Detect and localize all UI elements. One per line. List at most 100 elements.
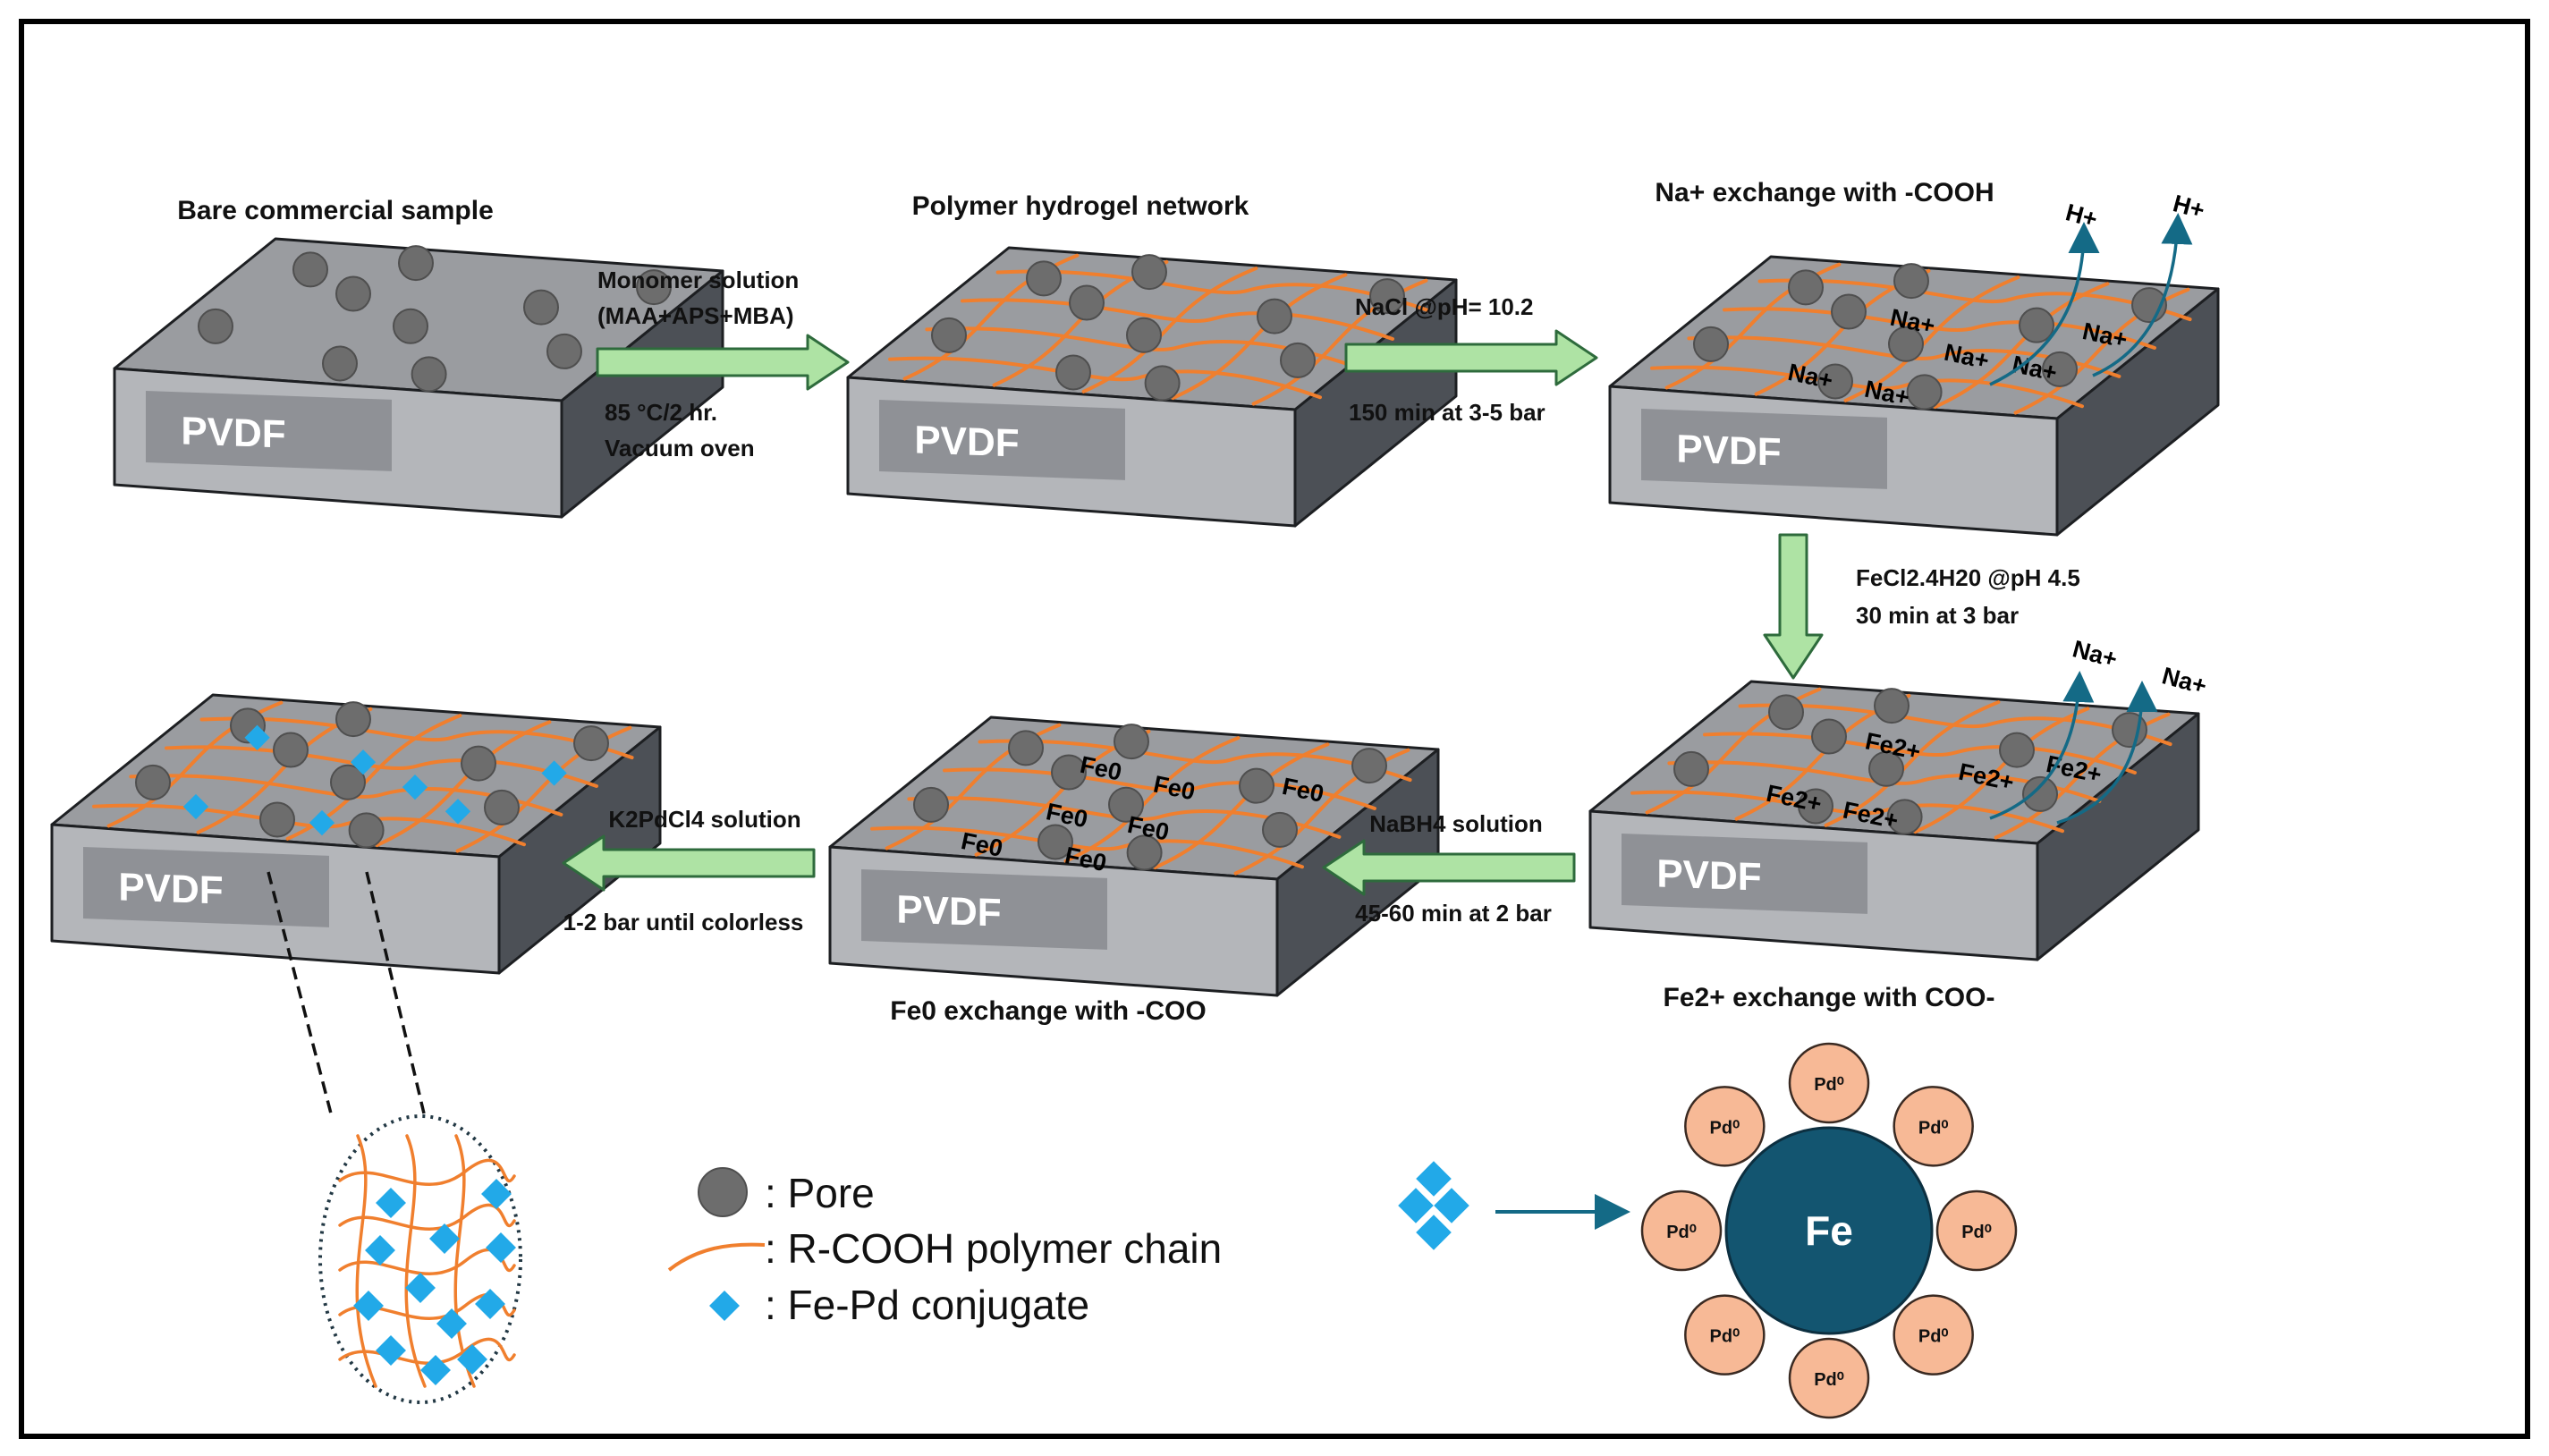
legend-conjugate-label: : Fe-Pd conjugate bbox=[765, 1282, 1089, 1328]
pore-1 bbox=[913, 786, 949, 823]
polymer-chain-2 bbox=[907, 796, 1342, 839]
step5-block-arrow bbox=[562, 834, 816, 892]
na-release-arrow-2 bbox=[2056, 681, 2158, 825]
sample-bare: PVDF bbox=[113, 237, 724, 519]
pvdf-label-panel: PVDF bbox=[146, 391, 392, 471]
step1-label-bottom-1: 85 °C/2 hr. bbox=[605, 399, 717, 426]
pore-6 bbox=[1037, 824, 1073, 860]
pd-shell-3 bbox=[1935, 1189, 2018, 1272]
h-release-arrow-2 bbox=[2092, 213, 2193, 377]
pore-7 bbox=[2022, 775, 2058, 812]
pore-2 bbox=[1051, 754, 1087, 791]
step5-label-bottom-1: 1-2 bar until colorless bbox=[563, 909, 804, 935]
pvdf-label-panel: PVDF bbox=[861, 869, 1107, 950]
pvdf-label-box bbox=[83, 847, 329, 927]
pore-1 bbox=[198, 308, 233, 344]
zoom-conjugate-8 bbox=[353, 1291, 384, 1321]
polymer-chain-4 bbox=[199, 716, 634, 760]
pore-2 bbox=[1069, 284, 1105, 321]
pvdf-label: PVDF bbox=[1676, 427, 1781, 474]
na-release-arrow-1 bbox=[1989, 671, 2095, 820]
polymer-chain-4 bbox=[1757, 278, 2192, 322]
pd-shell-8 bbox=[1684, 1086, 1766, 1167]
pore-10 bbox=[636, 269, 672, 306]
polymer-chain-4 bbox=[978, 739, 1412, 783]
pore-2 bbox=[273, 732, 309, 768]
pore-6 bbox=[322, 345, 358, 382]
process-arrows-layer: Monomer solution(MAA+APS+MBA)85 °C/2 hr.… bbox=[562, 190, 2210, 935]
legend-layer: : Pore: R-COOH polymer chain: Fe-Pd conj… bbox=[667, 1167, 1222, 1328]
pore-2 bbox=[1811, 718, 1847, 755]
pore-7 bbox=[546, 333, 582, 369]
polymer-chain-icon bbox=[667, 1242, 766, 1272]
step3-block-arrow bbox=[1763, 533, 1824, 680]
pvdf-label-box bbox=[146, 391, 392, 471]
pore-4 bbox=[2019, 307, 2054, 343]
cluster-conjugate-4 bbox=[1416, 1215, 1452, 1250]
pvdf-label: PVDF bbox=[118, 865, 223, 912]
pore-7 bbox=[484, 789, 520, 825]
sample-title-fe0: Fe0 exchange with -COO bbox=[890, 996, 1206, 1026]
pore-8 bbox=[348, 812, 385, 849]
fe-core-label: Fe bbox=[1805, 1207, 1853, 1254]
zoom-conjugate-5 bbox=[486, 1232, 516, 1263]
pore-1 bbox=[931, 317, 967, 353]
step1-label-top-1: Monomer solution bbox=[597, 267, 799, 293]
zoom-chains bbox=[338, 1134, 516, 1388]
zoom-chain-5 bbox=[338, 1337, 516, 1365]
magnified-view-layer bbox=[267, 871, 522, 1404]
pore-3 bbox=[1108, 786, 1144, 823]
pore-7 bbox=[1280, 342, 1316, 378]
polymer-crosslink-4 bbox=[1933, 282, 2110, 410]
step1-block-arrow bbox=[596, 334, 850, 391]
zoom-conjugate-4 bbox=[429, 1223, 460, 1254]
step2-block-arrow bbox=[1344, 329, 1598, 386]
pd-label-6: Pd⁰ bbox=[1710, 1327, 1740, 1347]
pore-8 bbox=[1906, 374, 1943, 411]
cluster-conjugate-2 bbox=[1398, 1188, 1434, 1223]
polymer-chain-1 bbox=[1650, 365, 2084, 409]
pore-4 bbox=[1239, 767, 1274, 804]
zoom-conjugate-7 bbox=[475, 1289, 505, 1319]
step3-label-2: 30 min at 3 bar bbox=[1856, 602, 2019, 629]
polymer-crosslink-3 bbox=[1843, 275, 2020, 402]
pvdf-label-box bbox=[879, 400, 1125, 480]
pore-10 bbox=[2112, 712, 2147, 749]
sample-title-na: Na+ exchange with -COOH bbox=[1655, 178, 1994, 207]
polymer-crosslink-3 bbox=[1824, 700, 2001, 827]
polymer-chain-4 bbox=[995, 269, 1430, 313]
zoom-circle-outline bbox=[318, 1114, 522, 1404]
pd-shell-6 bbox=[1684, 1294, 1766, 1376]
zoom-conjugate-9 bbox=[436, 1308, 467, 1339]
polymer-crosslink-4 bbox=[375, 720, 552, 848]
pore-3 bbox=[1126, 317, 1162, 353]
pvdf-label-box bbox=[861, 869, 1107, 950]
pore-8 bbox=[1886, 799, 1923, 835]
pore-1 bbox=[1673, 750, 1709, 787]
pvdf-label: PVDF bbox=[896, 887, 1001, 935]
pd-label-3: Pd⁰ bbox=[1961, 1223, 1992, 1242]
pore-icon bbox=[698, 1167, 748, 1217]
fe-pd-conjugate-4 bbox=[541, 760, 567, 786]
pore-10 bbox=[1351, 748, 1387, 784]
zoom-chain-3 bbox=[338, 1248, 516, 1275]
zoom-crosslink-3 bbox=[453, 1134, 476, 1388]
pore-9 bbox=[1874, 688, 1910, 724]
polymer-chain-1 bbox=[1630, 790, 2064, 834]
pd-shell-1 bbox=[1788, 1042, 1870, 1124]
fe-core bbox=[1724, 1126, 1934, 1335]
pvdf-label-box bbox=[1622, 834, 1867, 914]
pore-4 bbox=[1999, 732, 2035, 768]
zoom-conjugate-6 bbox=[405, 1273, 436, 1303]
pvdf-label-panel: PVDF bbox=[83, 847, 329, 927]
polymer-chain-2 bbox=[1667, 760, 2102, 803]
polymer-chain-2 bbox=[1687, 335, 2121, 378]
pore-9 bbox=[1131, 254, 1167, 291]
pore-1 bbox=[135, 764, 171, 800]
pore-7 bbox=[2042, 351, 2078, 387]
pore-5 bbox=[1768, 694, 1804, 731]
zoom-circle bbox=[318, 1114, 522, 1404]
polymer-chain-4 bbox=[1738, 703, 2172, 747]
